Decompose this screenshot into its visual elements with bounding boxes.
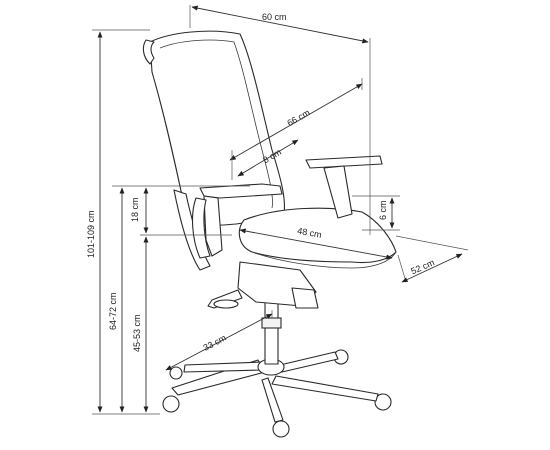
chair-gas-lift xyxy=(261,299,282,365)
dim-armrest-offset-label: 6 cm xyxy=(378,200,388,220)
dim-armrest-height-label: 64-72 cm xyxy=(108,292,118,330)
dim-seat-width-label: 48 cm xyxy=(297,226,323,240)
dim-armrest-above-seat-label: 18 cm xyxy=(130,197,140,222)
dim-width-top-label: 60 cm xyxy=(262,12,287,22)
dim-total-height-label: 101-109 cm xyxy=(86,210,96,258)
chair-armrest-right xyxy=(305,155,383,219)
dim-armrest-height: 64-72 cm xyxy=(108,187,125,413)
dim-seat-depth-label: 52 cm xyxy=(409,257,435,276)
office-chair xyxy=(142,30,397,438)
dim-total-height: 101-109 cm xyxy=(86,29,160,415)
dim-base-radius-label: 33 cm xyxy=(202,333,228,353)
chair-armrest-left xyxy=(191,183,283,259)
dim-armrest-offset: 6 cm xyxy=(352,195,400,231)
dim-seat-height: 45-53 cm xyxy=(132,236,149,413)
chair-mechanism xyxy=(207,261,319,309)
dim-back-diagonal-label: 66 cm xyxy=(285,107,311,128)
dim-armrest-above-seat: 18 cm xyxy=(112,185,250,236)
dim-seat-depth: 52 cm xyxy=(395,235,469,283)
dim-width-top: 60 cm xyxy=(189,5,371,235)
dim-seat-width: 48 cm xyxy=(239,226,393,260)
dim-seat-height-label: 45-53 cm xyxy=(132,314,142,352)
